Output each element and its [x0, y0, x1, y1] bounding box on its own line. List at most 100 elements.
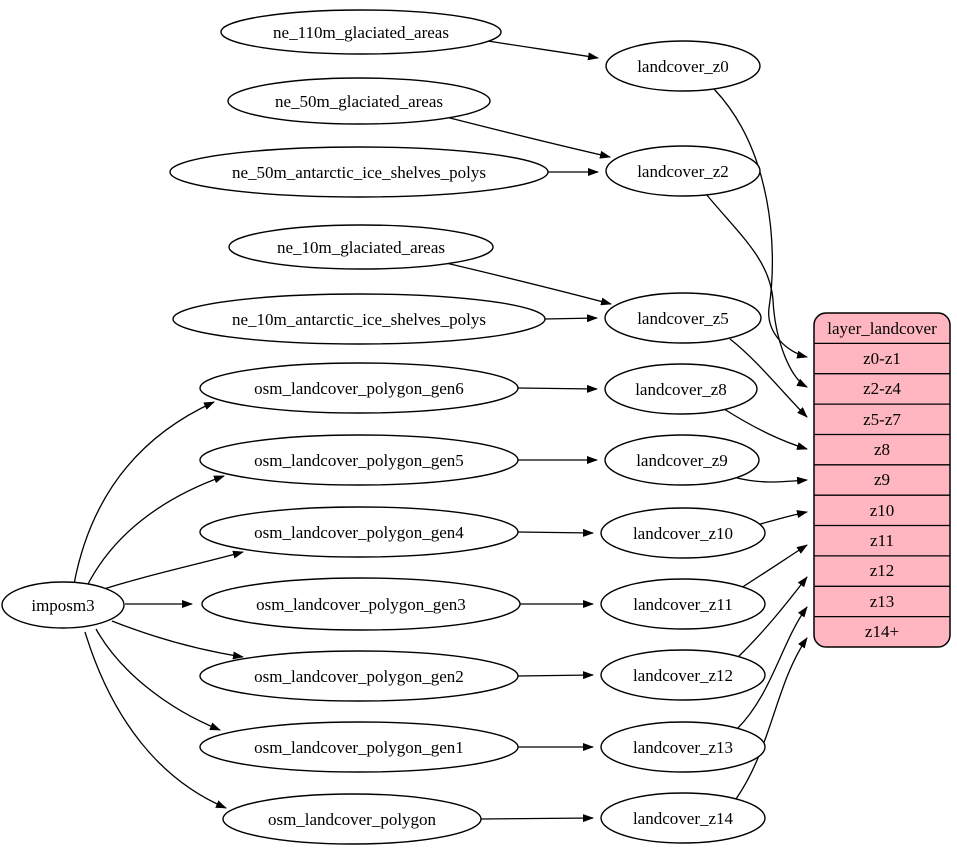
node-landcover-z14: landcover_z14 [600, 792, 766, 844]
edge-imposm3-to-gen2 [111, 620, 244, 660]
source-label: osm_landcover_polygon [268, 810, 437, 829]
intermediate-ellipse [600, 792, 766, 844]
edge-z8-to-row-z8 [723, 408, 808, 450]
node-ne-10m-antarctic-ice-shelves-polys: ne_10m_antarctic_ice_shelves_polys [172, 293, 546, 345]
layer-table-row-z14plus: z14+ [865, 622, 899, 641]
imposm3-ellipse [1, 581, 125, 629]
edge-gen4-to-z10 [517, 528, 594, 537]
node-ne-110m-glaciated-areas: ne_110m_glaciated_areas [220, 9, 502, 55]
node-osm-landcover-polygon-gen6: osm_landcover_polygon_gen6 [199, 362, 519, 414]
layer-table-row-z12: z12 [870, 561, 895, 580]
node-osm-landcover-polygon-gen5: osm_landcover_polygon_gen5 [199, 434, 519, 486]
intermediate-ellipse [604, 434, 760, 486]
layer-table-row-z2-z4: z2-z4 [863, 379, 901, 398]
node-landcover-z10: landcover_z10 [600, 507, 766, 559]
intermediate-label: landcover_z12 [633, 666, 733, 685]
edge-z13-to-row-z13 [736, 606, 808, 730]
edge-z14-to-row-z14 [735, 637, 808, 800]
node-osm-landcover-polygon-gen4: osm_landcover_polygon_gen4 [199, 506, 519, 558]
edge-z12-to-row-z12 [737, 576, 808, 658]
source-label: ne_10m_antarctic_ice_shelves_polys [232, 310, 486, 329]
source-label: ne_110m_glaciated_areas [273, 23, 449, 42]
node-ne-10m-glaciated-areas: ne_10m_glaciated_areas [228, 224, 494, 270]
edge-z10-to-row-z10 [756, 510, 808, 526]
layer-table-row-z10: z10 [870, 501, 895, 520]
source-ellipse [201, 577, 521, 631]
intermediate-ellipse [604, 292, 762, 344]
source-ellipse [199, 434, 519, 486]
node-layer-landcover-table: layer_landcover z0-z1 z2-z4 z5-z7 z8 z9 … [813, 312, 951, 648]
source-ellipse [222, 793, 482, 845]
intermediate-ellipse [605, 40, 761, 92]
node-imposm3: imposm3 [1, 581, 125, 629]
node-ne-50m-glaciated-areas: ne_50m_glaciated_areas [227, 77, 491, 125]
source-ellipse [220, 9, 502, 55]
edge-z9-to-row-z9 [736, 476, 808, 485]
edge-imposm3-to-gen4 [97, 550, 244, 592]
imposm3-label: imposm3 [31, 596, 94, 615]
node-osm-landcover-polygon-gen3: osm_landcover_polygon_gen3 [201, 577, 521, 631]
layer-table-row-z0-z1: z0-z1 [863, 349, 901, 368]
source-ellipse [169, 146, 549, 198]
node-landcover-z13: landcover_z13 [600, 721, 766, 773]
edge-imposm3-to-polygon [84, 631, 227, 809]
edge-gen6-to-z8 [517, 384, 598, 393]
source-label: osm_landcover_polygon_gen5 [254, 451, 464, 470]
layer-table-row-z5-z7: z5-z7 [863, 410, 901, 429]
edge-imposm3-to-gen5 [85, 475, 225, 589]
source-ellipse [199, 650, 519, 702]
intermediate-ellipse [604, 363, 758, 415]
source-label: ne_50m_antarctic_ice_shelves_polys [232, 163, 486, 182]
source-label: osm_landcover_polygon_gen6 [254, 379, 464, 398]
intermediate-ellipse [600, 507, 766, 559]
node-landcover-z11: landcover_z11 [600, 578, 766, 630]
node-ne-50m-antarctic-ice-shelves-polys: ne_50m_antarctic_ice_shelves_polys [169, 146, 549, 198]
intermediate-ellipse [600, 578, 766, 630]
source-ellipse [199, 506, 519, 558]
intermediate-ellipse [600, 649, 766, 701]
node-landcover-z2: landcover_z2 [605, 145, 761, 197]
layer-table-title: layer_landcover [827, 319, 937, 338]
edges [73, 40, 808, 823]
edge-gen2-to-z12 [517, 671, 594, 680]
intermediate-ellipse [605, 145, 761, 197]
edge-ne110m-to-z0 [487, 40, 599, 61]
source-label: osm_landcover_polygon_gen2 [254, 667, 464, 686]
edge-z5-to-row-z5z7 [729, 338, 808, 418]
layer-table-row-z8: z8 [874, 440, 890, 459]
intermediate-label: landcover_z2 [637, 162, 729, 181]
source-label: osm_landcover_polygon_gen1 [254, 738, 464, 757]
edge-z0-to-row-z0z1 [713, 88, 808, 359]
edge-ne10m-glac-to-z5 [445, 262, 612, 306]
intermediate-label: landcover_z5 [637, 309, 729, 328]
layer-table-row-z11: z11 [870, 531, 894, 550]
node-osm-landcover-polygon-gen1: osm_landcover_polygon_gen1 [199, 721, 519, 773]
node-landcover-z9: landcover_z9 [604, 434, 760, 486]
node-landcover-z5: landcover_z5 [604, 292, 762, 344]
node-landcover-z8: landcover_z8 [604, 363, 758, 415]
intermediate-label: landcover_z11 [633, 595, 732, 614]
source-ellipse [227, 77, 491, 125]
node-osm-landcover-polygon: osm_landcover_polygon [222, 793, 482, 845]
source-ellipse [199, 362, 519, 414]
intermediate-label: landcover_z10 [633, 524, 733, 543]
node-landcover-z0: landcover_z0 [605, 40, 761, 92]
source-label: osm_landcover_polygon_gen4 [254, 523, 464, 542]
edge-imposm3-to-gen1 [95, 628, 221, 731]
layer-table-row-z9: z9 [874, 470, 890, 489]
node-landcover-z12: landcover_z12 [600, 649, 766, 701]
edge-ne10m-ant-to-z5 [544, 314, 598, 323]
source-label: ne_50m_glaciated_areas [275, 92, 443, 111]
edge-polygon-to-z14 [480, 814, 594, 823]
source-ellipse [199, 721, 519, 773]
source-ellipse [172, 293, 546, 345]
layer-table-body [813, 312, 951, 648]
edge-z11-to-row-z11 [740, 544, 808, 589]
intermediate-label: landcover_z8 [635, 380, 727, 399]
node-osm-landcover-polygon-gen2: osm_landcover_polygon_gen2 [199, 650, 519, 702]
layer-table-row-z13: z13 [870, 592, 895, 611]
intermediate-label: landcover_z14 [633, 809, 734, 828]
source-label: osm_landcover_polygon_gen3 [256, 595, 466, 614]
source-ellipse [228, 224, 494, 270]
